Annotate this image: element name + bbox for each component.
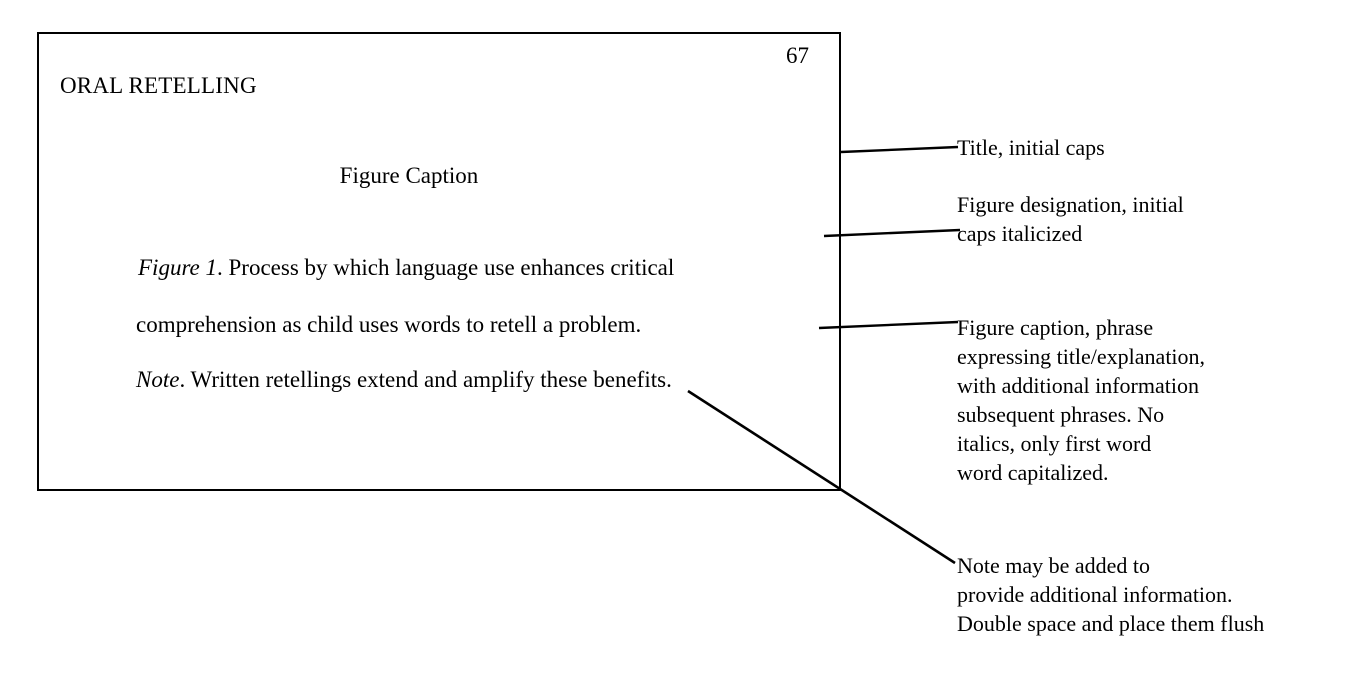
leader-line-title <box>840 145 959 154</box>
figure-caption-body-line-2: comprehension as child uses words to ret… <box>136 312 642 337</box>
annotation-figure-designation: Figure designation, initial caps italici… <box>957 192 1184 246</box>
running-head: ORAL RETELLING <box>60 73 257 98</box>
annotation-figure-caption: Figure caption, phrase expressing title/… <box>957 315 1206 485</box>
annotation-note: Note may be added to provide additional … <box>957 553 1265 636</box>
figure-caption-heading: Figure Caption <box>339 163 479 188</box>
figure-designation-italic: Figure 1 <box>138 255 217 280</box>
figure-caption-text-part-1: . Process by which language use enhances… <box>217 255 675 280</box>
page-number: 67 <box>786 43 809 68</box>
figure-caption-body-line-1: Figure 1. Process by which language use … <box>138 256 674 279</box>
figure-note-line: Note. Written retellings extend and ampl… <box>136 368 672 391</box>
note-label-italic: Note <box>136 367 180 392</box>
note-text: . Written retellings extend and amplify … <box>179 367 672 392</box>
leader-line-designation <box>823 228 961 238</box>
manuscript-page-box: 67 ORAL RETELLING Figure Caption Figure … <box>37 32 841 491</box>
annotation-title: Title, initial caps <box>957 135 1105 160</box>
